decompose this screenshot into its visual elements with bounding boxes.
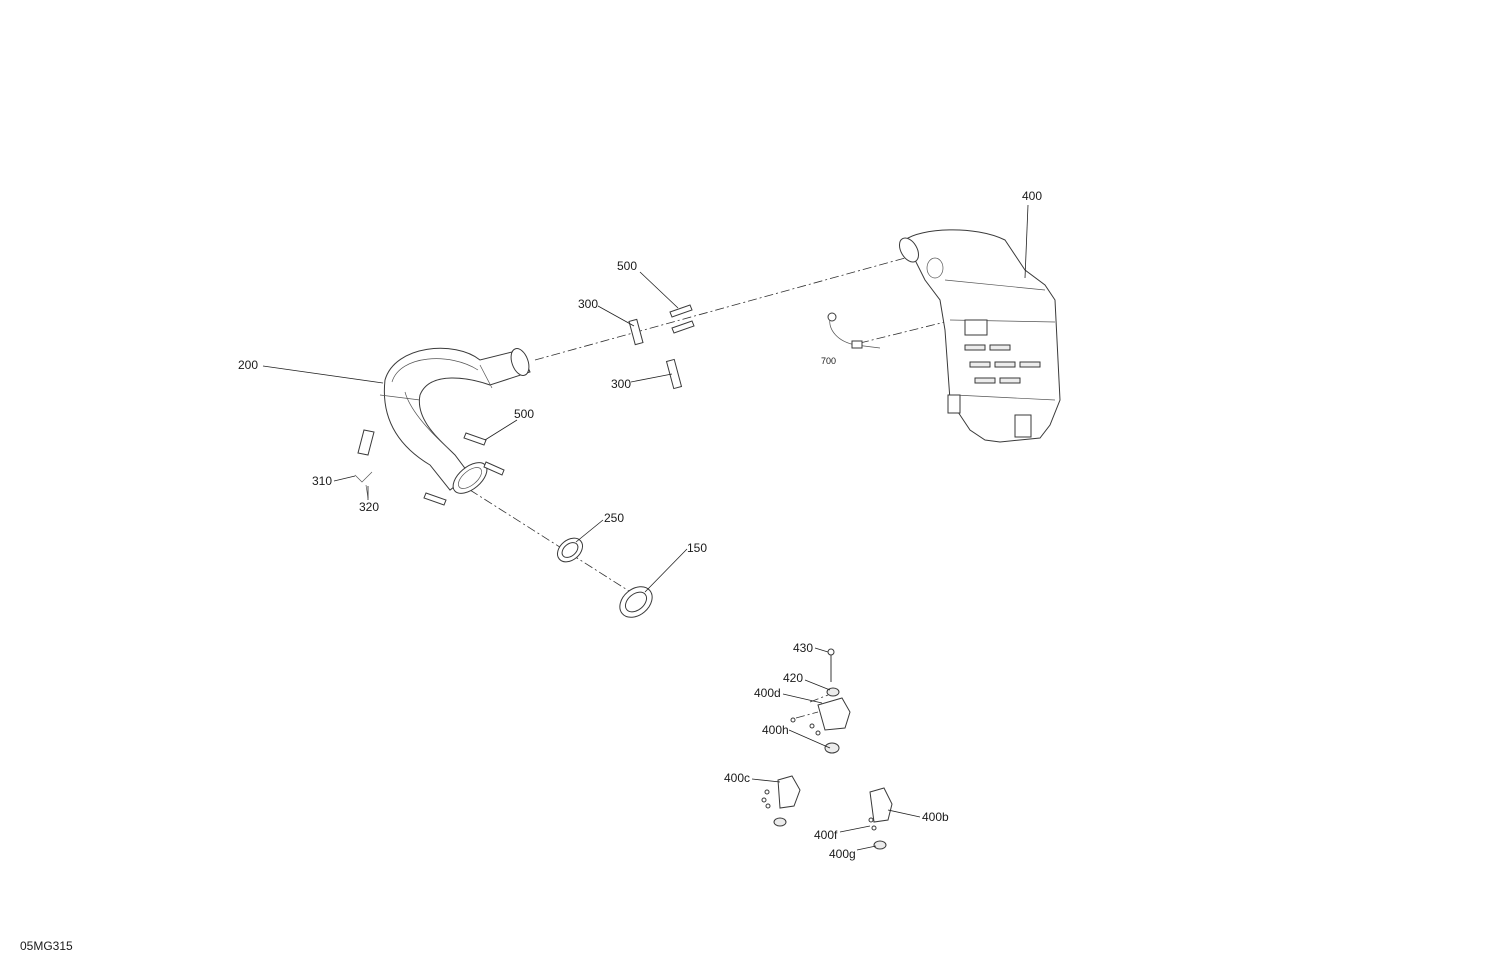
- spring-hook-part: [354, 429, 375, 499]
- diagram-reference-code: 05MG315: [20, 939, 73, 953]
- callout-250: 250: [604, 511, 624, 525]
- callout-700: 700: [821, 356, 836, 366]
- callout-420: 420: [783, 671, 803, 685]
- callout-labels: 400 500 300 200 700 300 500 310 320 250 …: [238, 189, 1042, 861]
- callout-400b: 400b: [922, 810, 949, 824]
- assembly-centerlines: [469, 257, 946, 719]
- callout-leaders: [262, 204, 1029, 851]
- exhaust-pipe-part: [379, 347, 531, 494]
- callout-500-top: 500: [617, 259, 637, 273]
- callout-400d: 400d: [754, 686, 781, 700]
- callout-320: 320: [359, 500, 379, 514]
- bracket-assembly-center: [790, 648, 851, 754]
- callout-300-mid: 300: [611, 377, 631, 391]
- gasket-part: [556, 537, 584, 563]
- callout-400c: 400c: [724, 771, 750, 785]
- callout-430: 430: [793, 641, 813, 655]
- clip-part-mid: [665, 358, 683, 390]
- callout-310: 310: [312, 474, 332, 488]
- muffler-part: [899, 229, 1061, 443]
- spring-part-top: [669, 304, 695, 334]
- callout-300-top: 300: [578, 297, 598, 311]
- callout-200: 200: [238, 358, 258, 372]
- oxygen-sensor-part: [827, 312, 881, 349]
- callout-400f: 400f: [814, 828, 838, 842]
- callout-500-mid: 500: [514, 407, 534, 421]
- bracket-left: [761, 775, 801, 827]
- callout-400: 400: [1022, 189, 1042, 203]
- callout-400h: 400h: [762, 723, 789, 737]
- clamp-ring-part: [619, 586, 653, 618]
- clip-part-top: [628, 318, 644, 346]
- callout-400g: 400g: [829, 847, 856, 861]
- bracket-right: [868, 787, 893, 850]
- callout-150: 150: [687, 541, 707, 555]
- spring-part-mid: [423, 432, 505, 506]
